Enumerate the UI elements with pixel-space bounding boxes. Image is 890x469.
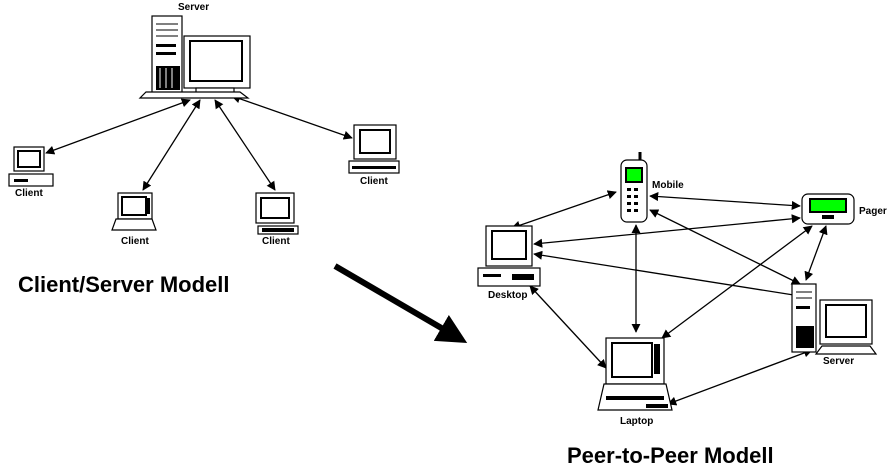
cs-server-label: Server <box>178 2 209 13</box>
p2p-title: Peer-to-Peer Modell <box>567 443 774 468</box>
p2p-edge-mobile-pager <box>649 192 801 210</box>
cs-title: Client/Server Modell <box>18 272 230 297</box>
client-server-section: Server Client Client Client <box>8 2 400 297</box>
cs-client-laptop-label: Client <box>121 236 149 247</box>
p2p-laptop-label: Laptop <box>620 416 653 427</box>
p2p-edge-laptop-server <box>667 348 813 406</box>
cs-client-workstation-label: Client <box>262 236 290 247</box>
cs-edge-client-right <box>231 94 353 140</box>
cs-client-left-label: Client <box>15 188 43 199</box>
p2p-mobile-label: Mobile <box>652 180 684 191</box>
cs-edge-client-bottom-left <box>142 99 201 191</box>
cs-client-right-label: Client <box>360 176 388 187</box>
cs-client-right-icon <box>348 124 400 174</box>
p2p-pager-icon <box>801 193 855 225</box>
p2p-edge-desktop-laptop <box>529 285 607 369</box>
p2p-laptop-icon <box>597 337 673 411</box>
cs-client-workstation-icon <box>255 192 299 235</box>
cs-edge-client-left <box>45 98 191 155</box>
p2p-edge-desktop-pager <box>533 214 801 248</box>
p2p-desktop-label: Desktop <box>488 290 527 301</box>
p2p-server-label: Server <box>823 356 854 367</box>
p2p-mobile-icon <box>620 152 648 223</box>
cs-client-left-icon <box>8 146 54 187</box>
p2p-pager-label: Pager <box>859 206 887 217</box>
cs-client-laptop-icon <box>111 192 157 231</box>
p2p-desktop-icon <box>477 225 541 287</box>
p2p-edge-pager-server <box>804 225 828 281</box>
cs-edge-client-bottom-right <box>214 99 276 191</box>
p2p-edge-pager-laptop <box>661 225 813 339</box>
peer-to-peer-section: Mobile Pager Desktop Laptop <box>477 152 887 468</box>
p2p-edge-mobile-desktop <box>511 190 617 230</box>
p2p-edge-desktop-server <box>533 250 801 300</box>
p2p-server-icon <box>791 283 878 355</box>
cs-server-icon <box>138 15 251 99</box>
p2p-edge-mobile-server <box>649 209 801 285</box>
transition-arrow <box>333 263 468 344</box>
